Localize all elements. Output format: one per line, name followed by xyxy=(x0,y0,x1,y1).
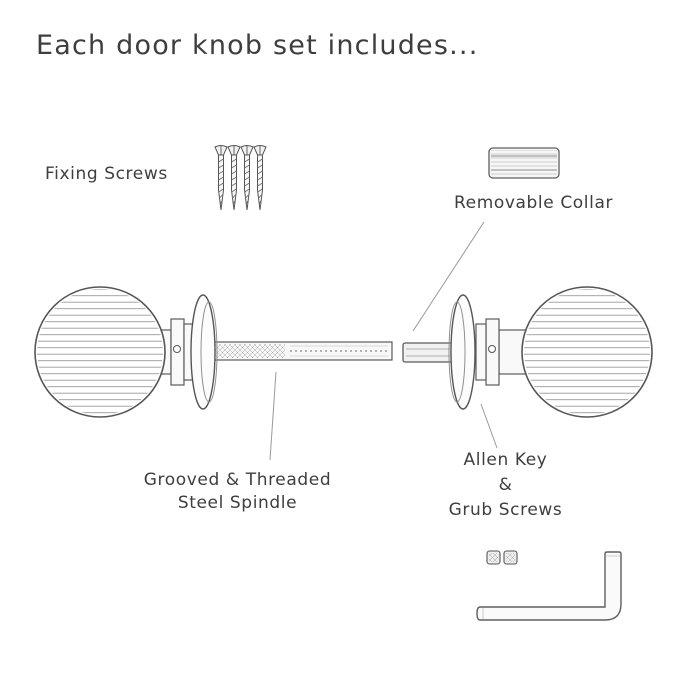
reeded-knob-face xyxy=(524,289,650,415)
allen-key-label-line1: Allen Key xyxy=(463,450,548,470)
allen-key-label-line2: & xyxy=(498,475,513,495)
reeded-knob-face xyxy=(37,289,163,415)
screw-icon xyxy=(253,144,267,211)
collar-leader-line xyxy=(412,221,485,332)
grub-screw-hole xyxy=(488,345,496,353)
screw-icon xyxy=(240,144,254,211)
left-door-knob-icon xyxy=(34,286,218,418)
removable-collar-label: Removable Collar xyxy=(454,193,614,213)
screw-icon xyxy=(214,144,228,211)
allen-key-label-line3: Grub Screws xyxy=(448,500,563,520)
right-door-knob-icon xyxy=(448,286,653,418)
allen-key-grub-screws-label: Allen Key & Grub Screws xyxy=(428,448,583,523)
spindle-icon xyxy=(209,341,393,361)
removable-collar-icon xyxy=(488,147,560,179)
spindle-label: Grooved & Threaded Steel Spindle xyxy=(140,469,335,515)
fixing-screws-label: Fixing Screws xyxy=(45,164,168,184)
spindle-label-line1: Grooved & Threaded xyxy=(143,470,332,490)
allen-key-icon xyxy=(476,551,622,621)
allen-key-leader-line xyxy=(480,403,498,449)
page-title: Each door knob set includes... xyxy=(36,30,479,61)
spindle-leader-line xyxy=(269,371,277,461)
grub-screws-icon xyxy=(486,550,518,565)
knob-rose xyxy=(190,294,216,410)
screw-icon xyxy=(227,144,241,211)
spindle-label-line2: Steel Spindle xyxy=(177,493,298,513)
knob-rose xyxy=(450,294,476,410)
leader-lines xyxy=(269,221,498,461)
fixing-screws-icon xyxy=(214,144,267,211)
collar-on-spindle-icon xyxy=(402,342,454,363)
grub-screw-hole xyxy=(173,345,181,353)
